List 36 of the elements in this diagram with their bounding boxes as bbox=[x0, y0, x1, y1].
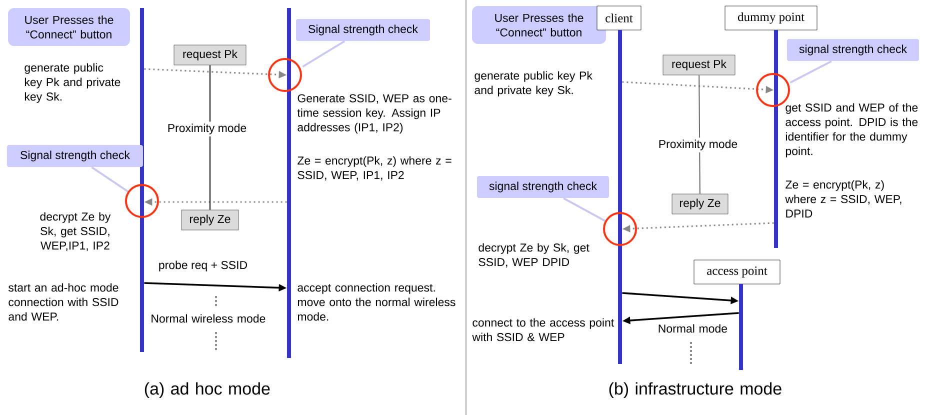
message-box: reply Ze bbox=[181, 210, 239, 230]
leader-line bbox=[302, 40, 346, 68]
leader-line bbox=[790, 60, 832, 84]
lifeline-header: client bbox=[596, 6, 642, 30]
edge-label: Proximity mode bbox=[165, 122, 249, 136]
connector-line bbox=[698, 74, 700, 194]
leader-line bbox=[91, 166, 130, 193]
note-text: generate public key Pk and private key Sk. bbox=[24, 63, 120, 103]
event-bubble: User Presses the “Connect” button bbox=[472, 6, 606, 44]
note-text: Ze = encrypt(Pk, z) where z = SSID, WEP, DPID bbox=[785, 180, 902, 218]
note-text: generate public key Pk and private key Sk. bbox=[474, 71, 592, 96]
lifeline-header: dummy point bbox=[724, 6, 818, 30]
callout-bubble: Signal strength check bbox=[7, 145, 143, 167]
edge-label: Proximity mode bbox=[656, 138, 740, 152]
edge-label: probe req + SSID bbox=[159, 260, 248, 272]
event-bubble: User Presses the “Connect” button bbox=[8, 8, 130, 46]
message-box: request Pk bbox=[174, 44, 246, 66]
lifeline-bar bbox=[140, 8, 144, 352]
note-text: decrypt Ze by Sk, get SSID, WEP DPID bbox=[478, 243, 590, 268]
note-text: Ze = encrypt(Pk, z) where z = SSID, WEP, IP1, IP2 bbox=[298, 156, 452, 180]
note-text: decrypt Ze by Sk, get SSID, WEP,IP1, IP2 bbox=[40, 212, 111, 251]
caption: (b) infrastructure mode bbox=[609, 382, 782, 398]
lifeline-bar bbox=[774, 30, 778, 248]
note-text: Normal wireless mode bbox=[152, 314, 266, 323]
lifeline-bar bbox=[618, 30, 622, 364]
note-text: accept connection request. move onto the normal wireless mode. bbox=[298, 283, 456, 321]
callout-bubble: signal strength check bbox=[787, 39, 920, 61]
caption: (a) ad hoc mode bbox=[144, 382, 270, 398]
lifeline-bar bbox=[739, 284, 743, 370]
lifeline-header: access point bbox=[694, 260, 780, 284]
message-box: request Pk bbox=[662, 54, 736, 76]
leader-line bbox=[563, 197, 606, 222]
callout-bubble: Signal strength check bbox=[296, 19, 430, 41]
lifeline-bar bbox=[287, 8, 291, 358]
message-box: reply Ze bbox=[672, 194, 728, 214]
callout-bubble: signal strength check bbox=[477, 176, 609, 198]
